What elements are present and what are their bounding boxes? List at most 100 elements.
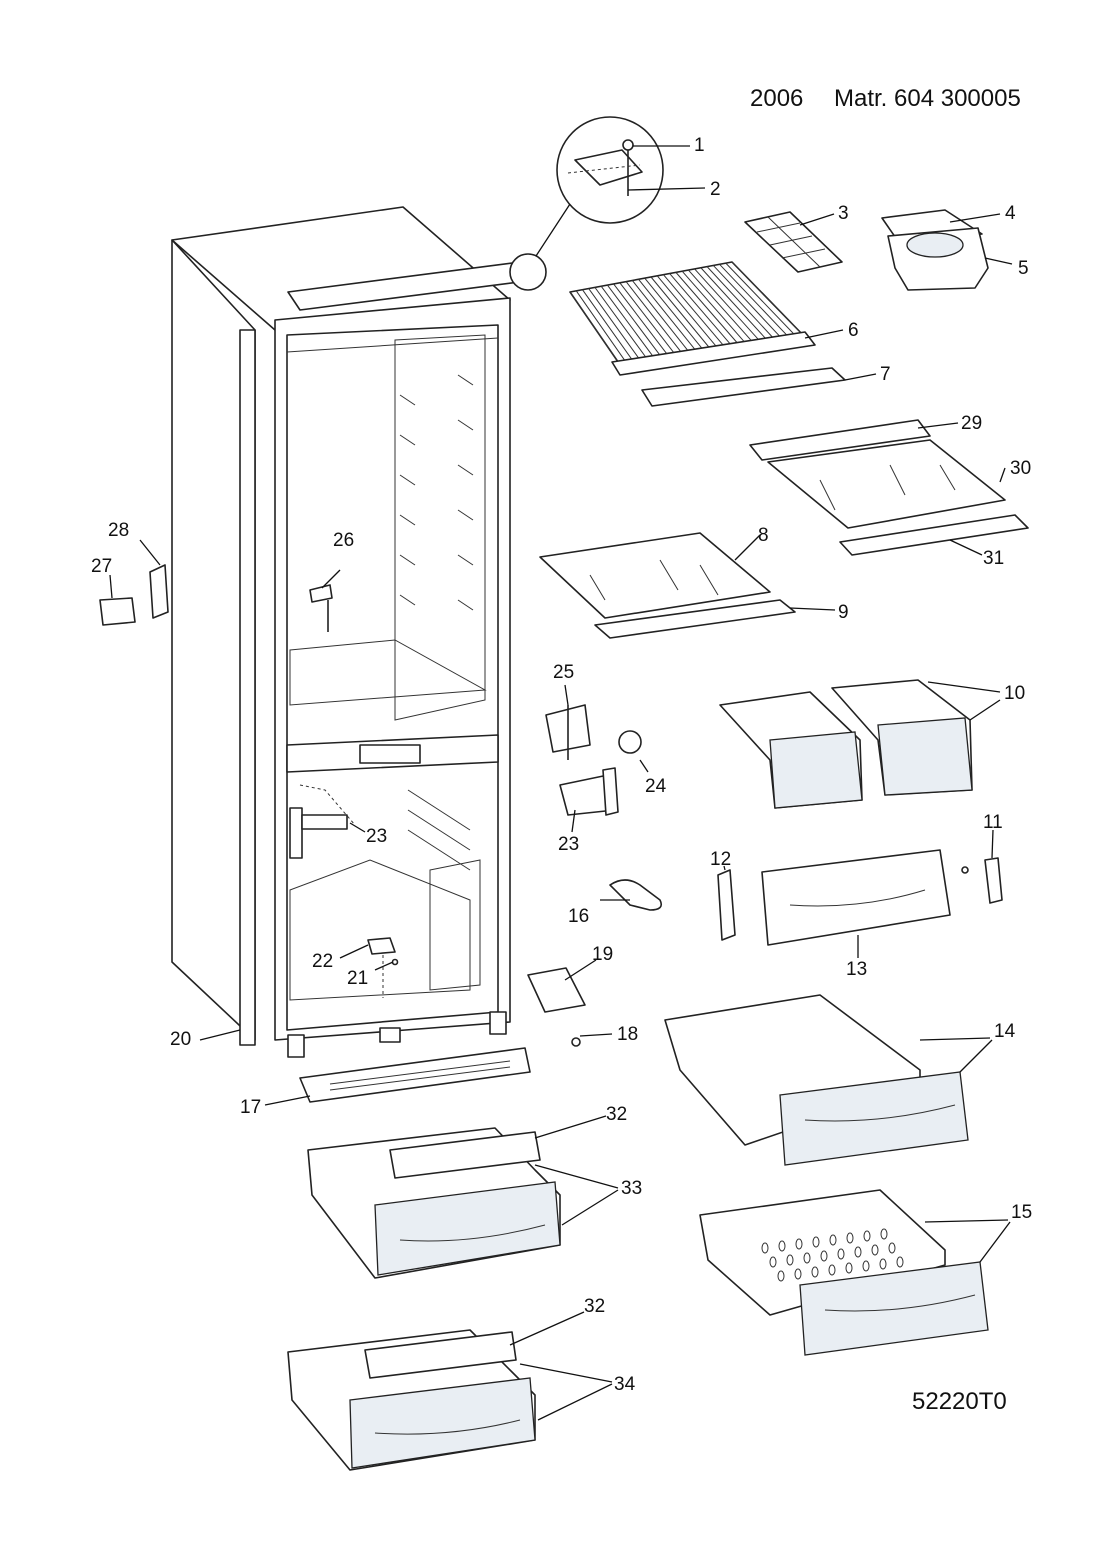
- wire-shelf: [569, 261, 816, 376]
- shelf-wire-bar: [588, 288, 647, 369]
- shelf-wire-bar: [638, 278, 702, 358]
- shelf-wire-bar: [613, 283, 674, 363]
- shelf-wire-bar: [712, 265, 785, 342]
- bottle-rack-peg: [812, 1236, 820, 1248]
- bottle-rack-peg: [828, 1264, 836, 1276]
- callout-32-lower: 32: [584, 1296, 605, 1317]
- bottle-rack-peg: [761, 1242, 769, 1254]
- shelf-wire-bar: [600, 285, 661, 366]
- callout-13: 13: [846, 959, 867, 980]
- callout-24: 24: [645, 776, 667, 797]
- bottle-rack-peg: [794, 1268, 802, 1280]
- callout-4: 4: [1005, 203, 1016, 224]
- bottle-rack-peg: [811, 1266, 819, 1278]
- bottle-rack-peg: [845, 1262, 853, 1274]
- shelf-wire-bar: [719, 263, 792, 341]
- shelf-wire-bar: [731, 261, 806, 338]
- callout-30: 30: [1010, 458, 1031, 479]
- detail-magnifier: [509, 116, 664, 291]
- shelf-wire-bar: [650, 276, 716, 355]
- shelf-wire-bar: [625, 281, 688, 361]
- refrigerator-cabinet: [171, 206, 536, 1058]
- bottle-rack-peg: [795, 1238, 803, 1250]
- bottle-rack-peg: [880, 1228, 888, 1240]
- callout-10: 10: [1004, 683, 1025, 704]
- callout-6: 6: [848, 320, 859, 341]
- callout-22: 22: [312, 951, 333, 972]
- bottle-rack-peg: [786, 1254, 794, 1266]
- shelf-wire-bar: [694, 268, 764, 346]
- callout-26: 26: [333, 530, 354, 551]
- shelf-wire-bar: [688, 269, 757, 347]
- bottle-rack-peg: [777, 1270, 785, 1282]
- freezer-drawer-upper: [307, 1127, 561, 1279]
- bottle-rack-peg: [862, 1260, 870, 1272]
- shelf-wire-bar: [700, 267, 771, 345]
- hinge-and-small-parts: [527, 704, 663, 1047]
- bottle-rack-peg: [846, 1232, 854, 1244]
- shelf-wire-bar: [569, 291, 626, 373]
- callout-2: 2: [710, 179, 721, 200]
- callout-7: 7: [880, 364, 891, 385]
- shelf-wire-bar: [594, 287, 654, 367]
- callout-34: 34: [614, 1374, 636, 1395]
- bottle-rack-peg: [896, 1256, 904, 1268]
- shelf-wire-bar: [725, 262, 799, 339]
- shelf-wire-bar: [706, 266, 778, 343]
- header-year: 2006: [750, 85, 803, 112]
- callout-21: 21: [347, 968, 368, 989]
- shelf-wire-bar: [663, 274, 730, 353]
- shelf-wire-bar: [656, 275, 723, 354]
- crisper-with-bottle-rack: [699, 1189, 989, 1356]
- callout-20: 20: [170, 1029, 191, 1050]
- callout-8: 8: [758, 525, 769, 546]
- shelf-wire-bar: [675, 272, 744, 350]
- callout-27: 27: [91, 556, 112, 577]
- callout-12: 12: [710, 849, 731, 870]
- callout-5: 5: [1018, 258, 1029, 279]
- glass-shelf-upper: [749, 419, 1029, 556]
- shelf-wire-bar: [575, 290, 633, 371]
- callout-3: 3: [838, 203, 849, 224]
- callout-23-hinge: 23: [558, 834, 579, 855]
- bottle-rack-peg: [854, 1246, 862, 1258]
- header-material-number: Matr. 604 300005: [834, 85, 1021, 112]
- callout-29: 29: [961, 413, 982, 434]
- bottle-rack-peg: [871, 1244, 879, 1256]
- drawing-code: 52220T0: [912, 1388, 1007, 1415]
- freezer-drawer-lower: [287, 1329, 536, 1471]
- glass-shelf-lower: [539, 532, 796, 639]
- freezer-flap-assembly: [717, 849, 1003, 946]
- callout-11: 11: [983, 812, 1003, 833]
- shelf-wire-bar: [644, 277, 709, 357]
- bottle-rack-peg: [879, 1258, 887, 1270]
- callout-17: 17: [240, 1097, 261, 1118]
- bottle-rack-peg: [803, 1252, 811, 1264]
- shelf-wire-bar: [619, 282, 681, 362]
- shelf-wire-bar: [582, 289, 640, 370]
- callout-1: 1: [694, 135, 705, 156]
- callout-28: 28: [108, 520, 129, 541]
- callout-labels: 1 2 3 4 5 6 7 8 9 10 11 12 13 14 15 16 1…: [91, 135, 1032, 1395]
- shelf-wire-bar: [669, 273, 737, 351]
- shelf-wire-bar: [631, 280, 695, 359]
- callout-18: 18: [617, 1024, 638, 1045]
- shelf-wire-bar: [606, 284, 667, 365]
- callout-25: 25: [553, 662, 574, 683]
- small-crisper-boxes: [719, 679, 973, 809]
- bottle-rack-peg: [837, 1248, 845, 1260]
- callout-leader-lines: [109, 145, 1013, 1421]
- callout-31: 31: [983, 548, 1004, 569]
- callout-14: 14: [994, 1021, 1016, 1042]
- door-hinge-parts: [99, 564, 169, 626]
- callout-32-upper: 32: [606, 1104, 627, 1125]
- callout-33: 33: [621, 1178, 642, 1199]
- large-crisper-drawer: [664, 994, 969, 1166]
- butter-dish: [881, 209, 989, 291]
- callout-9: 9: [838, 602, 849, 623]
- ice-tray: [744, 211, 843, 273]
- bottle-rack-peg: [820, 1250, 828, 1262]
- bottle-rack-peg: [863, 1230, 871, 1242]
- bottle-rack-peg: [778, 1240, 786, 1252]
